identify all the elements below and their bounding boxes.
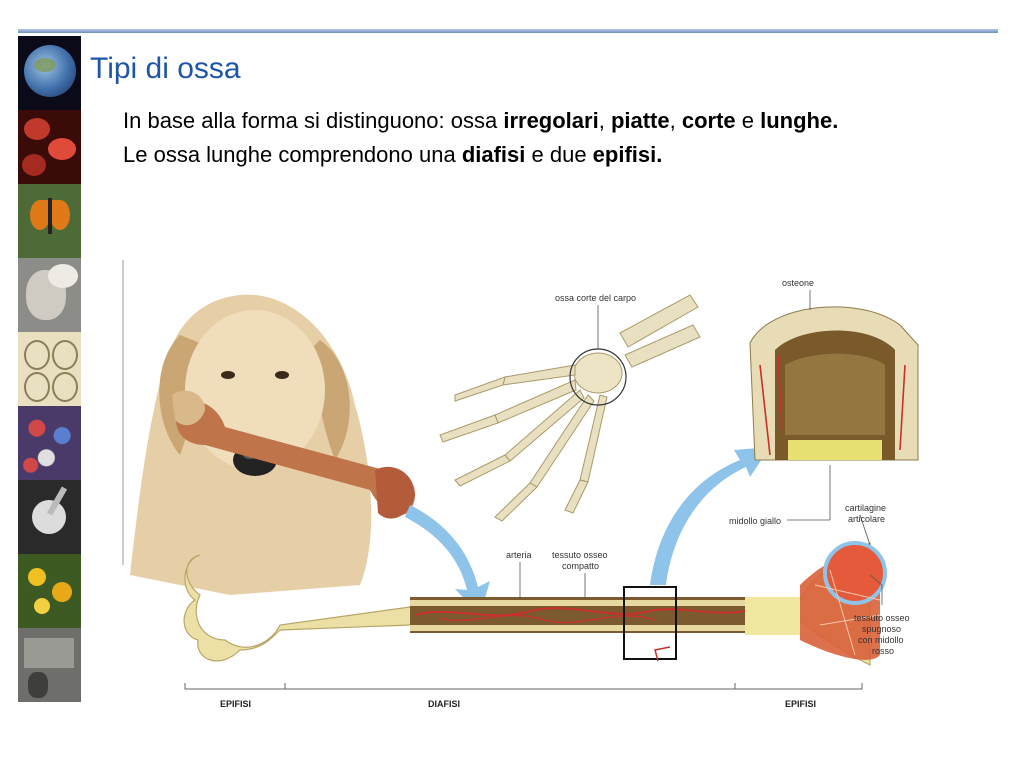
label-osteon: osteone <box>782 278 814 288</box>
laboratory-icon <box>18 628 81 702</box>
text: , <box>669 108 682 133</box>
slide-title: Tipi di ossa <box>90 52 241 85</box>
label-yellow-marrow: midollo giallo <box>729 516 781 526</box>
bold-irregolari: irregolari <box>503 108 599 133</box>
spongy-leader <box>869 574 883 605</box>
experiment-icon <box>18 480 81 554</box>
arrow-to-diaphysis <box>405 505 490 615</box>
long-bone-image <box>183 541 887 666</box>
top-rule <box>18 29 998 33</box>
label-spongy-4: rosso <box>872 646 894 656</box>
hand-skeleton-image <box>439 294 701 522</box>
label-spongy-1: tessuto osseo <box>854 613 910 623</box>
cartilage-leader <box>859 514 871 546</box>
label-spongy-2: spugnoso <box>862 624 901 634</box>
label-artery: arteria <box>506 550 532 560</box>
bone-illustration: ossa corte del carpo osteone arteria tes… <box>122 260 919 709</box>
label-spongy-3: con midollo <box>858 635 904 645</box>
blood-cells-icon <box>18 110 81 184</box>
label-cartilage-2: articolare <box>848 514 885 524</box>
label-compact-1: tessuto osseo <box>552 550 608 560</box>
bold-diafisi: diafisi <box>461 142 526 167</box>
arrow-to-detail <box>650 447 770 585</box>
text: Le ossa lunghe comprendono una <box>123 142 462 167</box>
flower-icon <box>18 554 81 628</box>
slide-body: In base alla forma si distinguono: ossa … <box>123 104 963 172</box>
portrait-icon <box>18 258 81 332</box>
artery-exit <box>654 646 671 662</box>
label-compact-2: compatto <box>562 561 599 571</box>
dog-bone-image <box>172 390 415 519</box>
bold-lunghe: lunghe. <box>760 108 839 133</box>
text: e due <box>525 142 593 167</box>
embryo-icon <box>18 332 81 406</box>
label-epiphysis-left: EPIFISI <box>220 699 251 709</box>
bold-corte: corte <box>681 108 736 133</box>
bold-piatte: piatte <box>610 108 670 133</box>
label-cartilage-1: cartilagine <box>845 503 886 513</box>
molecules-icon <box>18 406 81 480</box>
text: e <box>735 108 761 133</box>
text: , <box>598 108 611 133</box>
label-diaphysis: DIAFISI <box>428 699 460 709</box>
butterfly-icon <box>18 184 81 258</box>
osteon-section-image <box>749 306 919 461</box>
body-line-1: In base alla forma si distinguono: ossa … <box>123 104 963 138</box>
earth-icon <box>18 36 81 110</box>
body-line-2: Le ossa lunghe comprendono una diafisi e… <box>123 138 963 172</box>
bone-segment-brackets <box>184 683 863 690</box>
label-epiphysis-right: EPIFISI <box>785 699 816 709</box>
bold-epifisi: epifisi. <box>592 142 663 167</box>
label-carpal: ossa corte del carpo <box>555 293 636 303</box>
detail-box <box>623 586 677 660</box>
text: In base alla forma si distinguono: ossa <box>123 108 504 133</box>
sidebar-photo-strip <box>18 36 81 708</box>
